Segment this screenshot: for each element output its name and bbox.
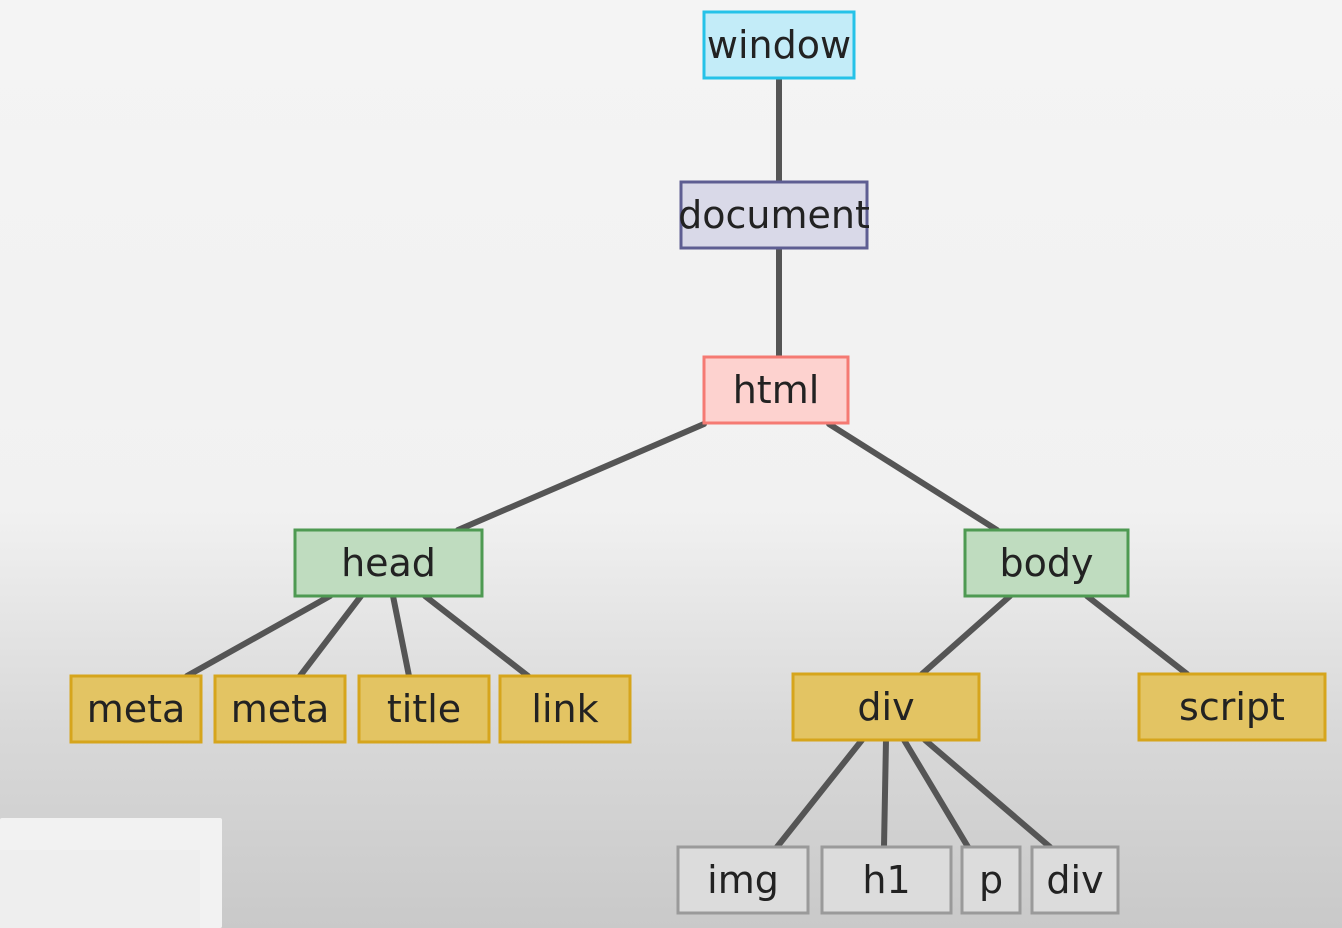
node-box-div (791, 672, 981, 742)
node-label-body: body (1000, 541, 1094, 585)
node-head: head (293, 528, 484, 598)
edge-html-to-body (826, 421, 1000, 533)
edge-body-to-div (919, 593, 1013, 677)
node-script: script (1137, 672, 1327, 742)
node-box-document (679, 180, 869, 250)
edge-div-to-h1 (881, 737, 889, 850)
node-box-img (676, 845, 810, 915)
edge-div-to-div2 (922, 737, 1053, 850)
node-label-meta2: meta (231, 687, 330, 731)
node-label-title: title (387, 687, 461, 731)
edge-html-to-head (455, 421, 707, 533)
node-html: html (702, 355, 850, 425)
node-h1: h1 (820, 845, 953, 915)
node-title: title (357, 674, 491, 744)
edge-head-to-link (422, 593, 531, 679)
node-label-script: script (1179, 685, 1285, 729)
node-label-img: img (707, 858, 779, 902)
node-label-window: window (707, 23, 851, 67)
edge-div-to-img (774, 737, 865, 850)
nodes-layer: window document html head body meta meta title l… (69, 10, 1327, 915)
node-box-meta1 (69, 674, 203, 744)
node-div: div (791, 672, 981, 742)
node-label-div2: div (1046, 858, 1103, 902)
node-box-window (702, 10, 856, 80)
node-label-p: p (979, 858, 1003, 902)
node-box-title (357, 674, 491, 744)
edge-head-to-title (390, 593, 412, 679)
node-box-head (293, 528, 484, 598)
node-box-link (498, 674, 632, 744)
blurred-watermark-area-inner (0, 850, 200, 928)
edge-head-to-meta2 (297, 593, 364, 679)
node-label-html: html (733, 368, 820, 412)
node-box-p (960, 845, 1022, 915)
node-box-h1 (820, 845, 953, 915)
edge-head-to-meta1 (184, 593, 333, 679)
node-meta1: meta (69, 674, 203, 744)
node-box-body (963, 528, 1130, 598)
node-div2: div (1030, 845, 1120, 915)
node-label-meta1: meta (87, 687, 186, 731)
node-box-div2 (1030, 845, 1120, 915)
node-label-link: link (531, 687, 598, 731)
edge-body-to-script (1084, 593, 1190, 677)
node-meta2: meta (213, 674, 347, 744)
node-label-div: div (857, 685, 914, 729)
node-label-h1: h1 (862, 858, 910, 902)
node-box-script (1137, 672, 1327, 742)
node-body: body (963, 528, 1130, 598)
node-link: link (498, 674, 632, 744)
node-img: img (676, 845, 810, 915)
node-p: p (960, 845, 1022, 915)
node-box-html (702, 355, 850, 425)
node-label-head: head (341, 541, 436, 585)
node-window: window (702, 10, 856, 80)
node-label-document: document (678, 193, 870, 237)
edge-div-to-p (901, 737, 971, 850)
node-document: document (678, 180, 870, 250)
node-box-meta2 (213, 674, 347, 744)
edges-layer (184, 75, 1190, 850)
